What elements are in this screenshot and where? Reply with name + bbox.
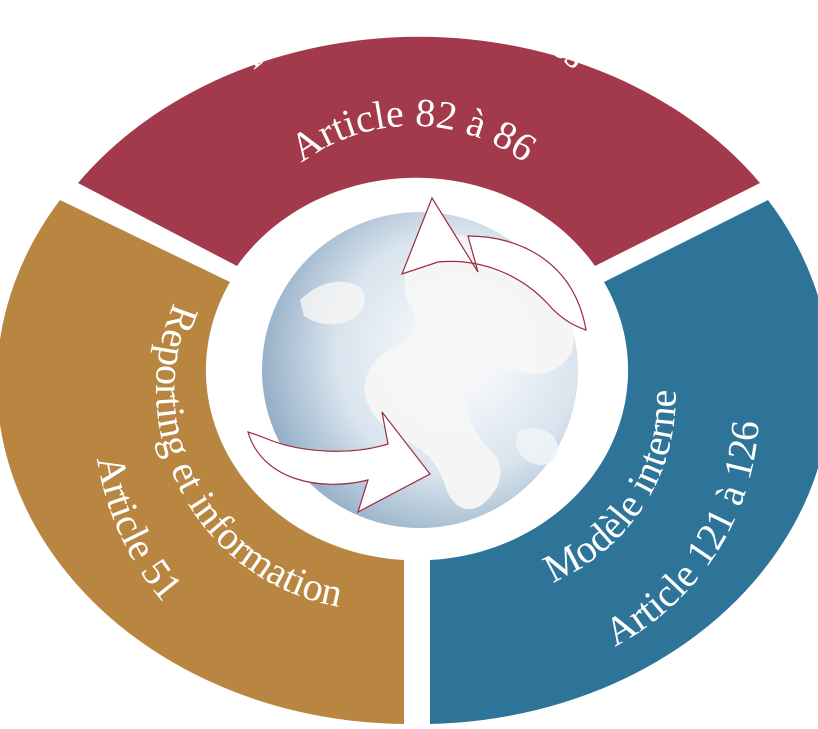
cycle-arrows-icon <box>247 196 587 514</box>
segment-top <box>78 36 760 266</box>
globe-icon <box>262 212 578 528</box>
segment-left <box>0 200 404 724</box>
segment-right <box>430 200 818 724</box>
